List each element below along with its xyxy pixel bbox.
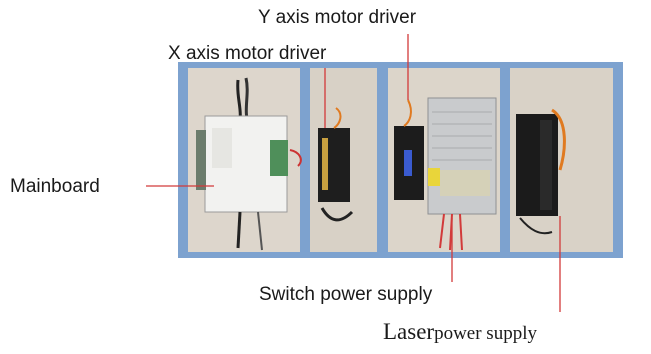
y-axis-driver xyxy=(394,99,424,200)
label-y-axis-motor-driver: Y axis motor driver xyxy=(258,7,417,28)
mainboard-module xyxy=(196,77,302,251)
label-laser-power-supply-text: power supply xyxy=(434,323,537,344)
label-x-axis-motor-driver: X axis motor driver xyxy=(168,43,327,64)
label-laser-power-supply: Laserpower supply xyxy=(383,320,537,343)
x-axis-driver xyxy=(318,107,354,222)
label-laser-word: Laser xyxy=(383,319,435,344)
leader-lines xyxy=(146,34,561,312)
label-mainboard: Mainboard xyxy=(10,176,100,197)
laser-power-supply-module xyxy=(516,108,566,235)
switch-power-supply-module xyxy=(427,97,497,251)
label-switch-power-supply: Switch power supply xyxy=(259,284,433,305)
